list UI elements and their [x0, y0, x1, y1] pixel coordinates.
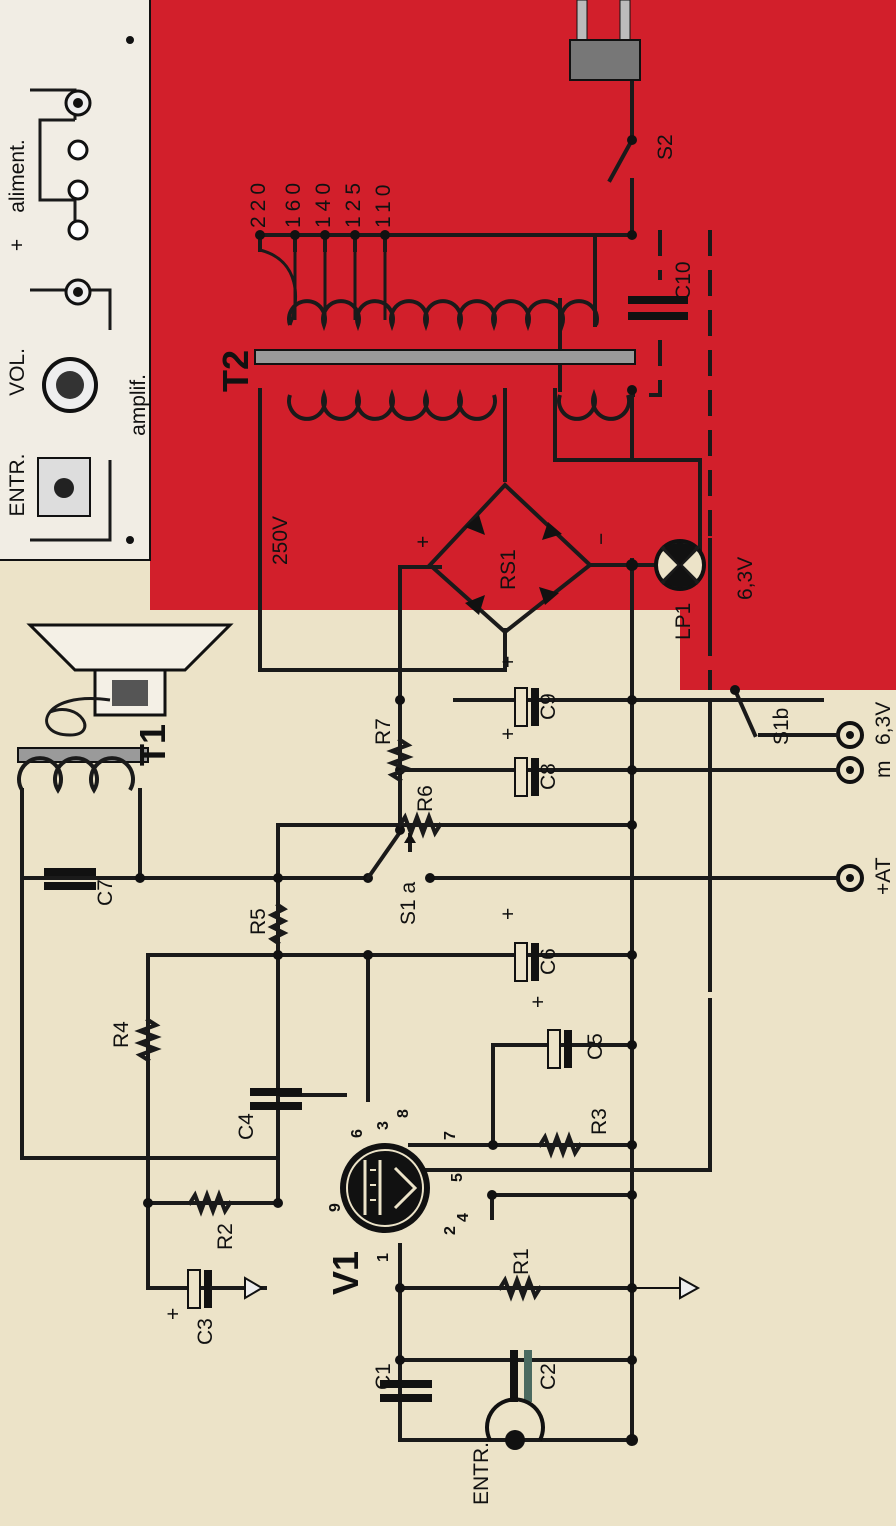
lamp-icon [654, 539, 706, 591]
tap-labels: 220 160 140 125 110 [247, 178, 395, 228]
label-c4: C4 [235, 1113, 258, 1140]
label-s1b: S1b [770, 708, 793, 745]
pin-label: 5 [449, 1173, 466, 1182]
red-banner [0, 0, 896, 690]
label-s1a: S1 a [397, 881, 420, 925]
resistors [134, 737, 583, 1302]
label-r4: R4 [110, 1021, 133, 1048]
pin-label: 8 [395, 1109, 412, 1118]
s1a-switch[interactable] [365, 832, 401, 881]
label-panel-entr: ENTR. [6, 454, 29, 517]
terminal-ground-icon[interactable] [67, 179, 89, 201]
label-t1: T1 [132, 724, 173, 766]
label-c7: C7 [94, 879, 117, 906]
c10-capacitor [628, 296, 688, 320]
label-r7: R7 [372, 718, 395, 745]
label-r3: R3 [588, 1108, 611, 1135]
label-aliment: aliment. [6, 139, 29, 213]
label-6v3-out: 6,3V [872, 702, 895, 745]
tap-label: 160 [282, 178, 305, 228]
r6-resistor [397, 811, 443, 839]
label-rs1: RS1 [497, 549, 520, 590]
pin-label: 6 [349, 1129, 366, 1138]
c10-wire [632, 230, 662, 397]
label-plus: + [6, 239, 29, 251]
pin-labels: 1 2 3 4 5 6 7 8 9 [327, 1109, 472, 1262]
tap-label: 125 [342, 178, 365, 228]
label-c2: C2 [537, 1363, 560, 1390]
output-terminals[interactable] [820, 721, 864, 892]
t2-transformer [254, 233, 636, 421]
r7-resistor [386, 737, 414, 783]
label-c10: C10 [672, 261, 695, 300]
label-r1: R1 [510, 1248, 533, 1275]
pin-label: 1 [375, 1253, 392, 1262]
r5-resistor [267, 902, 289, 946]
pin-label: 2 [442, 1226, 459, 1235]
r4-resistor [134, 1017, 162, 1063]
r1-resistor [497, 1274, 543, 1302]
label-c9: C9 [537, 693, 560, 720]
label-lp1: LP1 [672, 603, 695, 640]
tap-label: 110 [372, 180, 395, 228]
v1-tube-icon [340, 1143, 430, 1233]
tap-label: 140 [312, 178, 335, 228]
label-m: m [872, 761, 895, 779]
pin-label: 7 [442, 1131, 459, 1140]
label-250v: 250V [269, 516, 292, 565]
bridge-rectifier [427, 482, 594, 635]
label-c6: C6 [537, 948, 560, 975]
label-r2: R2 [214, 1223, 237, 1250]
label-plus: + [527, 996, 550, 1008]
r2-resistor [187, 1189, 233, 1217]
junctions [135, 230, 638, 1446]
label-r5: R5 [247, 908, 270, 935]
front-panel: aliment. + amplif. VOL. ENTR. [0, 0, 151, 561]
s2-switch[interactable] [607, 137, 635, 183]
label-c5: C5 [584, 1033, 607, 1060]
label-c1: C1 [372, 1363, 395, 1390]
label-t2: T2 [215, 350, 256, 392]
label-at: +AT [872, 857, 895, 895]
loudspeaker-icon [26, 623, 234, 737]
label-minus: − [590, 533, 613, 545]
pin-label: 9 [327, 1203, 344, 1212]
label-6v3-lamp: 6,3V [734, 557, 757, 600]
label-plus: + [162, 1308, 185, 1320]
label-plus: + [497, 908, 520, 920]
label-plus: + [412, 536, 435, 548]
capacitors [44, 687, 701, 1402]
terminal-plus-icon[interactable] [67, 219, 89, 241]
mains-plug-icon [569, 0, 641, 81]
r3-resistor [537, 1131, 583, 1159]
label-c8: C8 [537, 763, 560, 790]
terminal-ac-icon[interactable] [67, 139, 89, 161]
pin-label: 4 [455, 1213, 472, 1222]
input-jack-icon[interactable] [485, 1397, 545, 1450]
pin-label: 3 [375, 1121, 392, 1130]
label-c3: C3 [194, 1318, 217, 1345]
tap-label: 220 [247, 178, 270, 228]
t1-coil [17, 756, 135, 794]
label-v1: V1 [325, 1251, 366, 1295]
label-plus: + [497, 728, 520, 740]
s1b-switch[interactable] [732, 687, 824, 738]
label-amplif: amplif. [127, 374, 150, 436]
label-r6: R6 [414, 785, 437, 812]
label-vol: VOL. [6, 348, 29, 396]
label-plus: + [497, 656, 520, 668]
label-entr-input: ENTR. [470, 1442, 493, 1505]
label-s2: S2 [654, 134, 677, 160]
